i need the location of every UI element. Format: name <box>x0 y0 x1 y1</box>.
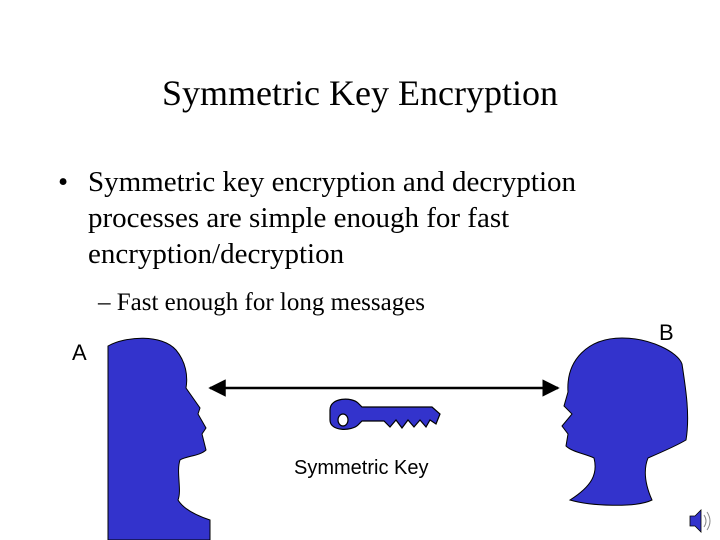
bullet-line-3: encryption/decryption <box>88 238 345 270</box>
person-b-label: B <box>659 320 674 345</box>
slide-title: Symmetric Key Encryption <box>162 73 558 113</box>
sound-icon <box>689 509 711 533</box>
bullet-line-1: Symmetric key encryption and decryption <box>88 166 577 198</box>
person-a-silhouette <box>107 337 211 540</box>
person-b-silhouette <box>561 337 689 506</box>
sub-bullet: – Fast enough for long messages <box>98 289 426 316</box>
bullet-marker: • <box>58 166 69 198</box>
bullet-line-2: processes are simple enough for fast <box>88 202 510 234</box>
person-a-label: A <box>72 340 87 365</box>
key-label: Symmetric Key <box>294 457 429 479</box>
key-icon <box>329 398 441 430</box>
